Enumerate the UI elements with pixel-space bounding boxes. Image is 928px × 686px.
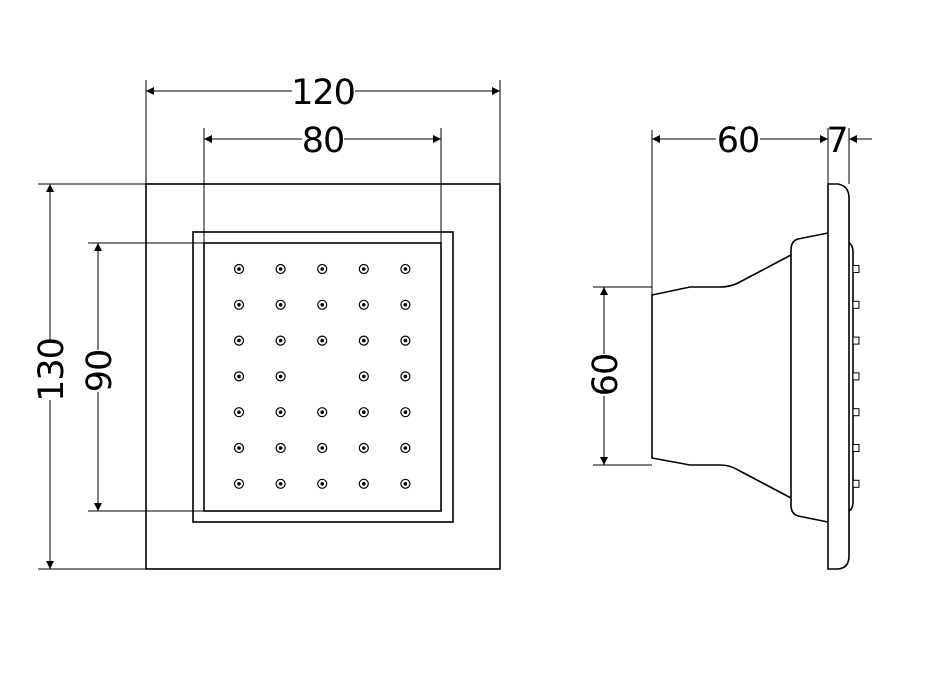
nozzle-hole	[237, 303, 241, 307]
nozzle-hole	[278, 338, 283, 343]
side-nozzle-tip	[852, 336, 860, 345]
nozzle-hole	[403, 446, 408, 450]
side-nozzle-tip	[852, 265, 860, 273]
nozzle-hole	[278, 267, 283, 271]
nozzle-hole	[278, 303, 283, 307]
dimension-depth: 60	[652, 121, 828, 161]
nozzle-hole	[362, 374, 366, 379]
extension-lines-side	[593, 128, 850, 466]
side-plate	[827, 183, 850, 570]
nozzle-hole	[403, 338, 408, 343]
nozzle-hole	[278, 446, 283, 450]
dim-label-90: 90	[80, 350, 120, 393]
nozzle-hole	[362, 303, 366, 307]
nozzle-hole	[403, 303, 408, 307]
side-view: 60 7 60	[586, 121, 872, 570]
nozzle-hole	[320, 303, 325, 307]
nozzle-hole	[237, 338, 241, 343]
dim-label-120: 120	[291, 73, 355, 113]
front-view: 120 80 130 90	[32, 73, 501, 570]
dim-label-60-height: 60	[586, 354, 626, 397]
side-nozzle-tip	[852, 444, 860, 452]
nozzle-hole	[237, 482, 241, 486]
nozzle-hole	[362, 267, 366, 271]
side-nozzle-tip	[852, 372, 860, 381]
dimension-width-inner: 80	[204, 121, 441, 161]
nozzle-hole	[320, 482, 325, 486]
nozzle-hole	[403, 410, 408, 415]
nozzle-hole	[403, 267, 408, 271]
dim-label-60-depth: 60	[717, 121, 760, 161]
nozzle-hole	[403, 482, 408, 486]
side-nozzle-tip	[852, 479, 860, 488]
nozzle-hole	[362, 410, 366, 415]
nozzle-hole	[362, 482, 366, 486]
nozzle-hole	[237, 410, 241, 415]
nozzle-hole	[320, 338, 325, 343]
side-flange	[790, 232, 829, 523]
side-nozzle-tip	[852, 408, 860, 417]
dimension-height-outer: 130	[32, 184, 72, 569]
nozzle-hole	[237, 446, 241, 450]
side-nozzle-tip	[852, 300, 860, 309]
dim-label-130: 130	[32, 338, 72, 402]
nozzle-hole	[278, 374, 283, 379]
nozzle-hole	[237, 374, 241, 379]
outer-plate	[145, 183, 501, 570]
side-body	[651, 254, 792, 499]
dim-label-7: 7	[826, 121, 847, 161]
nozzle-hole	[278, 410, 283, 415]
extension-lines-front	[38, 80, 501, 570]
nozzle-hole	[320, 446, 325, 450]
dimension-height-inner: 90	[80, 243, 120, 511]
dimension-body-height: 60	[586, 287, 626, 465]
nozzle-grid	[233, 263, 411, 489]
side-nozzle-tips	[852, 265, 860, 488]
nozzle-hole	[320, 267, 325, 271]
nozzle-hole	[278, 482, 283, 486]
nozzle-hole	[403, 374, 408, 379]
nozzle-hole	[320, 410, 325, 415]
nozzle-hole	[362, 446, 366, 450]
dimension-width-outer: 120	[146, 73, 500, 113]
inner-frame	[192, 231, 454, 523]
dimension-plate: 7	[826, 121, 872, 161]
dim-label-80: 80	[302, 121, 345, 161]
nozzle-hole	[362, 338, 366, 343]
nozzle-hole	[237, 267, 241, 271]
nozzle-panel	[203, 242, 442, 512]
